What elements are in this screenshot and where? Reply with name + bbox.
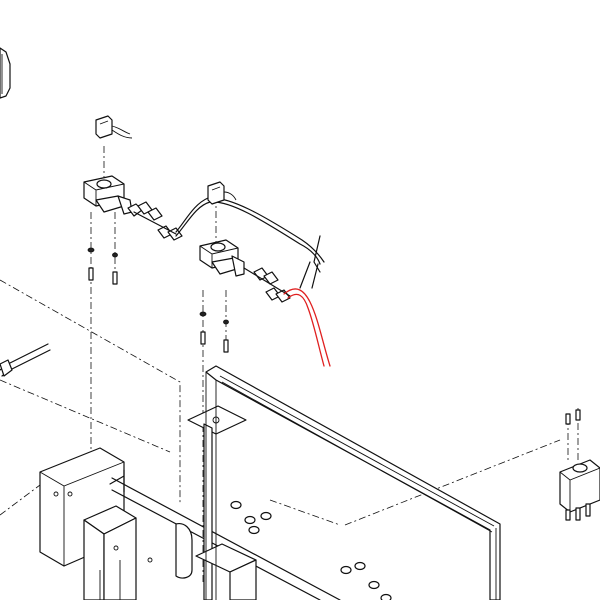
right-coil-connector (207, 181, 237, 205)
valve-fasteners (87, 247, 229, 353)
left-coil-connector (95, 115, 133, 139)
right-solenoid-valve (199, 239, 245, 277)
right-relay-block (559, 409, 600, 521)
nuts-and-washers (230, 500, 392, 600)
tubing (175, 197, 325, 289)
left-fittings (127, 201, 183, 241)
highlighted-red-wire (283, 288, 331, 367)
cylinder-part-top-left (0, 47, 11, 99)
hose-end-left (0, 343, 51, 377)
support-frame (39, 405, 341, 600)
left-solenoid-valve (83, 175, 133, 215)
frame-panel (205, 365, 501, 600)
right-fittings (243, 267, 291, 303)
